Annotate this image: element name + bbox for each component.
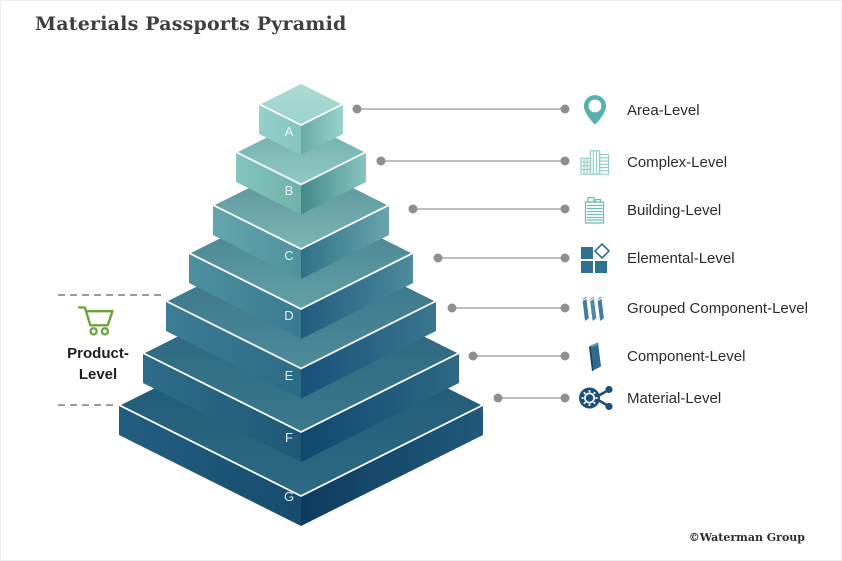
- product-level-annotation: Product- Level: [51, 301, 145, 385]
- grouped-panels-icon: [571, 289, 619, 327]
- legend-row-complex: Complex-Level: [571, 140, 831, 184]
- pyramid-letter-e: E: [285, 368, 294, 383]
- legend-row-elemental: Elemental-Level: [571, 236, 831, 280]
- legend-label-area: Area-Level: [627, 101, 700, 119]
- pyramid-letter-c: C: [284, 248, 293, 263]
- legend-label-complex: Complex-Level: [627, 153, 728, 171]
- component-panel-icon: [571, 337, 619, 375]
- pyramid-letter-b: B: [285, 183, 294, 198]
- building-icon: [571, 195, 619, 225]
- legend-label-grouped-component: Grouped Component-Level: [627, 299, 808, 317]
- legend-label-elemental: Elemental-Level: [627, 249, 735, 267]
- pyramid-letter-g: G: [284, 489, 294, 504]
- leader-lines: [357, 108, 565, 399]
- elemental-squares-icon: [571, 243, 619, 273]
- legend-row-material: Material-Level: [571, 376, 831, 420]
- product-range-dashed-lines: [58, 294, 163, 406]
- map-pin-icon: [571, 94, 619, 126]
- legend-label-component: Component-Level: [627, 347, 746, 365]
- legend-row-component: Component-Level: [571, 334, 831, 378]
- complex-buildings-icon: [571, 148, 619, 176]
- page-title: Materials Passports Pyramid: [35, 13, 347, 35]
- legend-row-grouped-component: Grouped Component-Level: [571, 286, 831, 330]
- copyright-text: ©Waterman Group: [688, 531, 805, 544]
- material-gear-icon: [571, 383, 619, 413]
- legend-row-area: Area-Level: [571, 88, 831, 132]
- legend-row-building: Building-Level: [571, 188, 831, 232]
- product-level-label: Product- Level: [67, 345, 129, 383]
- shopping-cart-icon: [77, 306, 114, 336]
- pyramid-letter-d: D: [284, 308, 293, 323]
- legend-label-building: Building-Level: [627, 201, 722, 219]
- pyramid-level-a: A: [258, 82, 344, 155]
- pyramid-letter-f: F: [285, 430, 293, 445]
- leader-dots: [352, 104, 570, 403]
- pyramid-letter-a: A: [285, 124, 294, 139]
- legend-label-material: Material-Level: [627, 389, 722, 407]
